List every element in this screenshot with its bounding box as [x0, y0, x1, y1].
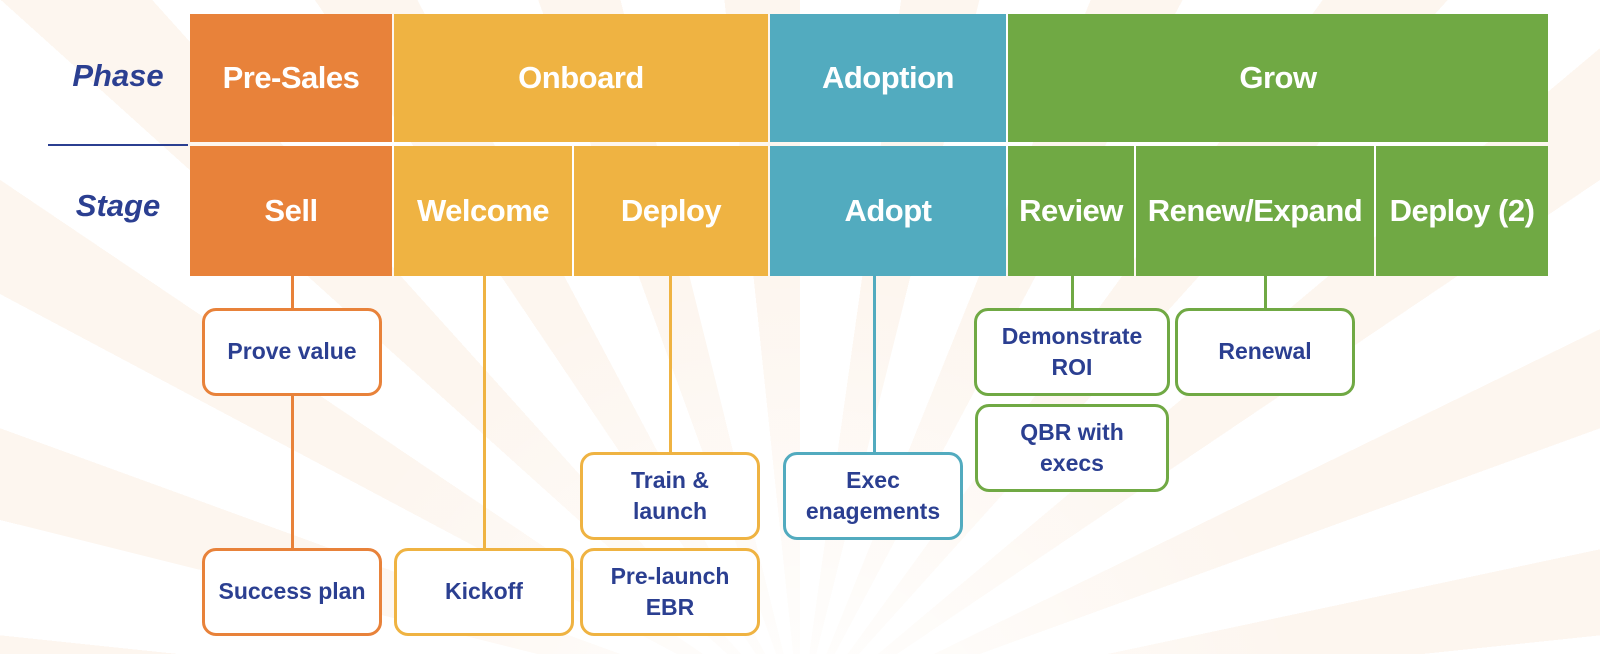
- stage-cell-review: Review: [1008, 146, 1134, 276]
- activity-pre-launch-ebr: Pre-launch EBR: [580, 548, 760, 636]
- connector-deploy: [669, 276, 672, 454]
- stage-cell-adopt: Adopt: [770, 146, 1006, 276]
- phase-cell-adoption: Adoption: [770, 14, 1006, 142]
- stage-cell-deploy: Deploy: [574, 146, 768, 276]
- connector-renew-expand: [1264, 276, 1267, 310]
- connector-review: [1071, 276, 1074, 310]
- phase-cell-pre-sales: Pre-Sales: [190, 14, 392, 142]
- phase-cell-onboard: Onboard: [394, 14, 768, 142]
- phase-row-label: Phase: [72, 58, 164, 93]
- stage-cell-sell: Sell: [190, 146, 392, 276]
- phase-cell-grow: Grow: [1008, 14, 1548, 142]
- activity-renewal: Renewal: [1175, 308, 1355, 396]
- activity-train-launch: Train & launch: [580, 452, 760, 540]
- activity-prove-value: Prove value: [202, 308, 382, 396]
- activity-qbr-with-execs: QBR with execs: [975, 404, 1169, 492]
- stage-cell-renew-expand: Renew/Expand: [1136, 146, 1374, 276]
- connector-sell: [291, 276, 294, 550]
- activity-exec-enagements: Exec enagements: [783, 452, 963, 540]
- connector-adopt: [873, 276, 876, 454]
- activity-kickoff: Kickoff: [394, 548, 574, 636]
- row-divider: [48, 144, 188, 146]
- activity-success-plan: Success plan: [202, 548, 382, 636]
- stage-row-label: Stage: [75, 188, 161, 223]
- activity-demonstrate-roi: Demonstrate ROI: [974, 308, 1170, 396]
- connector-welcome: [483, 276, 486, 550]
- stage-cell-deploy-2: Deploy (2): [1376, 146, 1548, 276]
- stage-cell-welcome: Welcome: [394, 146, 572, 276]
